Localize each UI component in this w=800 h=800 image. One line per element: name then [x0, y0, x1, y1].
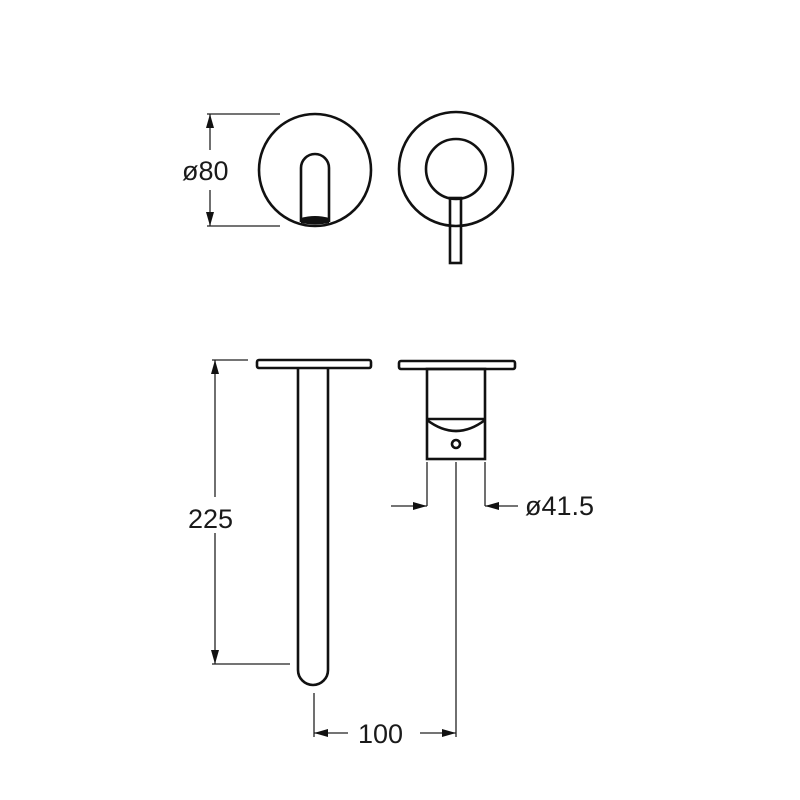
mixer-cartridge-curve	[426, 418, 486, 433]
spout-front-view	[257, 112, 373, 228]
spout-wall-plate	[257, 112, 373, 228]
spout-plate-side	[255, 358, 373, 370]
mixer-wall-plate	[397, 110, 515, 228]
body-diameter-dimension: ø41.5	[391, 462, 594, 737]
mixer-body	[425, 367, 487, 461]
mixer-handle-base	[424, 137, 488, 201]
center-distance-label: 100	[358, 719, 403, 749]
mixer-front-view	[397, 110, 515, 265]
center-distance-dimension: 100	[313, 693, 456, 749]
spout-length-label: 225	[188, 504, 233, 534]
spout-body	[296, 368, 330, 687]
plate-diameter-label: ø80	[182, 156, 229, 186]
spout-length-dimension: 225	[188, 359, 290, 665]
plate-diameter-dimension: ø80	[182, 113, 280, 227]
spout-outlet	[299, 152, 331, 222]
spout-side-view	[255, 358, 373, 687]
mixer-side-view	[397, 359, 517, 461]
body-diameter-label: ø41.5	[525, 491, 594, 521]
mixer-handle-lever	[448, 196, 463, 265]
mixer-screw-hole	[450, 438, 462, 450]
spout-outlet-base	[301, 216, 329, 225]
